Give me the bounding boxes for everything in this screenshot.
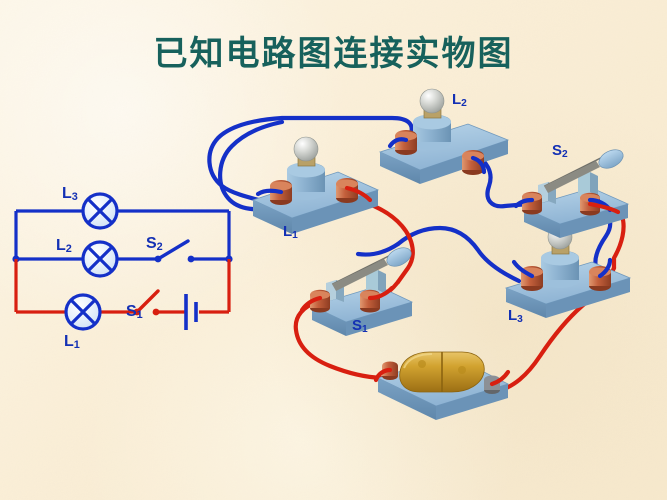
battery-cells xyxy=(399,351,485,393)
lamp-holder-L1 xyxy=(251,136,380,234)
schematic-label-S1: S1 xyxy=(126,303,143,322)
schematic-label-L1: L1 xyxy=(64,333,80,352)
wire-L1-left-stub xyxy=(218,119,285,212)
lamp-bulb-L1 xyxy=(293,136,319,167)
switch-post-S1-right xyxy=(366,270,386,294)
realistic-label-L1: L1 xyxy=(283,223,298,242)
switch-handle-S1 xyxy=(386,247,412,267)
schematic-battery xyxy=(184,294,198,330)
schematic-label-L2: L2 xyxy=(56,237,72,256)
schematic-lamp-L2 xyxy=(81,240,119,278)
schematic-lamp-L3 xyxy=(81,192,119,230)
lamp-holder-L3 xyxy=(504,224,632,318)
battery-pack xyxy=(376,351,510,420)
lamp-bulb-L2 xyxy=(419,88,445,119)
knife-switch-S1[interactable] xyxy=(310,244,414,336)
realistic-label-S2: S2 xyxy=(552,142,568,161)
wire-overlay xyxy=(255,137,621,387)
realistic-label-L3: L3 xyxy=(508,307,523,326)
wire-L3-left xyxy=(395,225,522,284)
switch-post-S2-right xyxy=(578,172,598,196)
schematic-middle-branch xyxy=(12,239,233,278)
wire-bundle-blue xyxy=(207,115,613,287)
switch-handle-S2 xyxy=(598,149,624,169)
switch-blade-S1 xyxy=(331,247,412,291)
lamp-socket-L3 xyxy=(541,250,579,288)
realistic-label-L2: L2 xyxy=(452,91,467,110)
schematic-label-S2: S2 xyxy=(146,235,163,254)
schematic-lamp-L1 xyxy=(64,293,102,331)
switch-blade-S2 xyxy=(543,149,624,193)
wire-L1-to-L2 xyxy=(207,115,414,209)
schematic-label-L3: L3 xyxy=(62,185,78,204)
schematic-switch-S2[interactable] xyxy=(154,239,195,263)
lamp-socket-L1 xyxy=(287,162,325,200)
wire-blue-lower-left xyxy=(355,241,401,257)
schematic-top-branch xyxy=(14,192,231,259)
lamp-terminal-L2-left[interactable] xyxy=(395,130,417,155)
switch-terminal-S1-right[interactable] xyxy=(360,289,380,313)
page-title: 已知电路图连接实物图 xyxy=(153,34,514,74)
schematic-bottom-branch xyxy=(14,259,231,331)
switch-base-S2 xyxy=(522,187,630,238)
wire-S1-to-battery xyxy=(293,299,389,381)
knife-switch-S2[interactable] xyxy=(522,146,630,238)
realistic-label-S1: S1 xyxy=(352,317,368,336)
switch-terminal-S2-left[interactable] xyxy=(522,191,542,215)
lamp-socket-L2 xyxy=(413,114,451,150)
schematic-switch-S1[interactable] xyxy=(133,289,160,316)
